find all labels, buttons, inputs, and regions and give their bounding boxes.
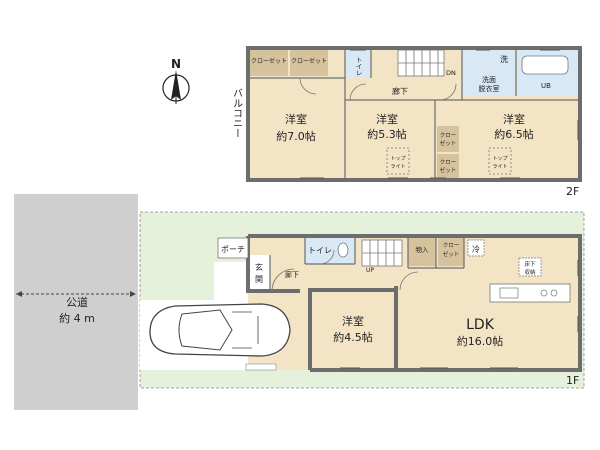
toplight-2-label-1: トップ (492, 156, 507, 162)
ldk-size: 約16.0帖 (457, 334, 504, 348)
toplight-1-label-2: ライト (390, 164, 405, 170)
underfloor-label-1: 床下 (524, 260, 536, 268)
car-icon (149, 303, 291, 357)
room1-name: 洋室 (285, 112, 307, 126)
porch (217, 237, 249, 259)
fridge-label: 冷 (472, 244, 480, 254)
room3-size: 約6.5帖 (494, 127, 534, 141)
steps (245, 363, 277, 371)
arrow-left-icon (16, 291, 22, 297)
closet-c (437, 126, 459, 152)
road-label: 公道 (66, 295, 88, 309)
stairs-1f (361, 239, 403, 267)
stairs-2f (397, 49, 445, 77)
hall-2f-label: 廊下 (392, 86, 408, 96)
balcony-label: バルコニー (231, 88, 243, 138)
toilet-fixture-1f (337, 242, 349, 258)
hall-1f-label: 廊下 (285, 270, 299, 279)
fridge-space (467, 239, 485, 257)
room2-size: 約5.3帖 (367, 127, 407, 141)
toilet-2f-floor (345, 50, 371, 78)
storage-label: 物入 (416, 245, 430, 254)
ldk-name: LDK (466, 317, 495, 333)
room2-name: 洋室 (376, 112, 398, 126)
ub-label: UB (541, 82, 551, 90)
room3-name: 洋室 (503, 112, 525, 126)
public-road (14, 194, 138, 410)
entrance-label-1: 玄 (255, 262, 263, 272)
underfloor-storage (518, 257, 542, 277)
underfloor-label-2: 収納 (524, 268, 536, 276)
room1-size: 約7.0帖 (276, 129, 316, 143)
kitchen-counter (489, 283, 571, 303)
closet-1f-label-2: ゼット (443, 250, 460, 258)
wash-sink-label: 洗 (500, 54, 508, 64)
toplight-2-label-2: ライト (492, 164, 507, 170)
floor1-label: 1F (566, 374, 579, 387)
porch-label: ポーチ (221, 245, 245, 254)
washroom-label-1: 洗面 (482, 75, 496, 84)
closet-c-label-2: ゼット (440, 139, 457, 147)
washroom-label-2: 脱衣室 (479, 84, 500, 93)
closet-d-label-2: ゼット (440, 166, 457, 174)
closet-a (250, 50, 288, 76)
closet-b (290, 50, 328, 76)
hall-2f-floor (345, 80, 435, 100)
toilet-2f-label: トイレ (354, 56, 362, 76)
closet-a-label: クローゼット (251, 57, 287, 65)
floor1-building (217, 234, 582, 372)
entrance-label-2: 関 (255, 275, 263, 284)
road-width: 約 4 m (59, 311, 95, 325)
dn-label: DN (446, 69, 456, 77)
closet-d (437, 154, 459, 178)
floor2-building (224, 46, 582, 182)
room-1f-size: 約4.5帖 (333, 330, 373, 344)
storage-floor (408, 236, 436, 266)
toilet-1f-label: トイレ (308, 246, 332, 255)
closet-1f-floor (438, 236, 464, 266)
arrow-right-icon (130, 291, 136, 297)
washroom-floor (462, 50, 516, 96)
closet-c-label-1: クロー (440, 132, 457, 139)
compass-icon (162, 70, 190, 104)
room-1f-name: 洋室 (342, 314, 364, 328)
closet-1f-label-1: クロー (443, 242, 460, 249)
closet-d-label-1: クロー (440, 159, 457, 166)
floor2-label: 2F (566, 185, 579, 198)
compass-north-label: N (171, 57, 181, 71)
entrance-floor (248, 255, 270, 291)
closet-b-label: クローゼット (291, 57, 327, 65)
up-label: UP (366, 267, 374, 274)
balcony (224, 48, 248, 180)
toplight-1-label-1: トップ (390, 156, 405, 162)
